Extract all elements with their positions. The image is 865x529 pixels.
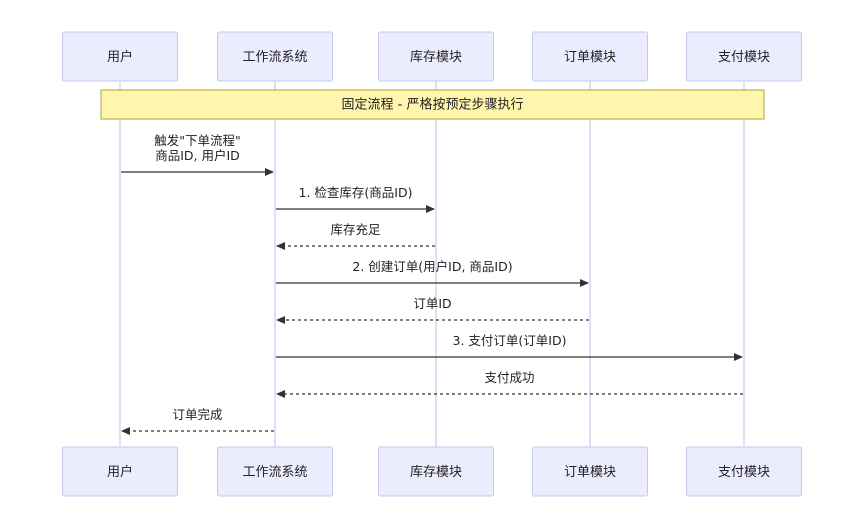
participant-box — [378, 446, 494, 497]
participant-bottom-inventory: 库存模块 — [378, 446, 494, 497]
participant-label: 用户 — [107, 49, 133, 65]
message-6: 3. 支付订单(订单ID) — [276, 333, 743, 361]
participant-box — [62, 31, 178, 82]
participant-top-payment: 支付模块 — [686, 31, 802, 82]
message-label: 3. 支付订单(订单ID) — [453, 333, 567, 348]
participant-box — [686, 446, 802, 497]
note-label: 固定流程 - 严格按预定步骤执行 — [342, 97, 524, 113]
participant-top-user: 用户 — [62, 31, 178, 82]
participant-top-workflow: 工作流系统 — [217, 31, 333, 82]
message-4: 2. 创建订单(用户ID, 商品ID) — [276, 259, 589, 287]
message-8: 订单完成 — [121, 407, 274, 435]
participant-box — [62, 446, 178, 497]
message-label: 触发"下单流程" — [154, 133, 241, 148]
participant-box — [217, 31, 333, 82]
participant-label: 订单模块 — [564, 50, 616, 65]
participant-label: 工作流系统 — [242, 50, 307, 65]
participant-label: 订单模块 — [564, 465, 616, 480]
message-7: 支付成功 — [276, 370, 743, 398]
participant-box — [378, 31, 494, 82]
participant-box — [532, 446, 648, 497]
message-label: 订单完成 — [172, 407, 222, 422]
participant-bottom-user: 用户 — [62, 446, 178, 497]
note-box — [100, 89, 765, 120]
participant-label: 库存模块 — [410, 464, 462, 480]
message-3: 库存充足 — [276, 222, 435, 250]
participant-label: 支付模块 — [718, 50, 770, 65]
participant-bottom-payment: 支付模块 — [686, 446, 802, 497]
participant-bottom-order: 订单模块 — [532, 446, 648, 497]
message-1: 触发"下单流程"商品ID, 用户ID — [121, 133, 274, 176]
participant-label: 库存模块 — [410, 49, 462, 65]
participant-label: 支付模块 — [718, 465, 770, 480]
participant-box — [532, 31, 648, 82]
message-2: 1. 检查库存(商品ID) — [276, 185, 435, 213]
message-label: 1. 检查库存(商品ID) — [299, 185, 413, 200]
participant-bottom-workflow: 工作流系统 — [217, 446, 333, 497]
participant-box — [217, 446, 333, 497]
participant-label: 工作流系统 — [242, 465, 307, 480]
participant-top-inventory: 库存模块 — [378, 31, 494, 82]
participant-label: 用户 — [107, 464, 133, 480]
message-label: 商品ID, 用户ID — [155, 148, 240, 163]
message-label: 2. 创建订单(用户ID, 商品ID) — [352, 259, 512, 274]
message-label: 订单ID — [413, 296, 451, 311]
message-5: 订单ID — [276, 296, 589, 324]
message-label: 库存充足 — [330, 222, 381, 237]
participant-top-order: 订单模块 — [532, 31, 648, 82]
message-label: 支付成功 — [484, 370, 534, 385]
participant-box — [686, 31, 802, 82]
